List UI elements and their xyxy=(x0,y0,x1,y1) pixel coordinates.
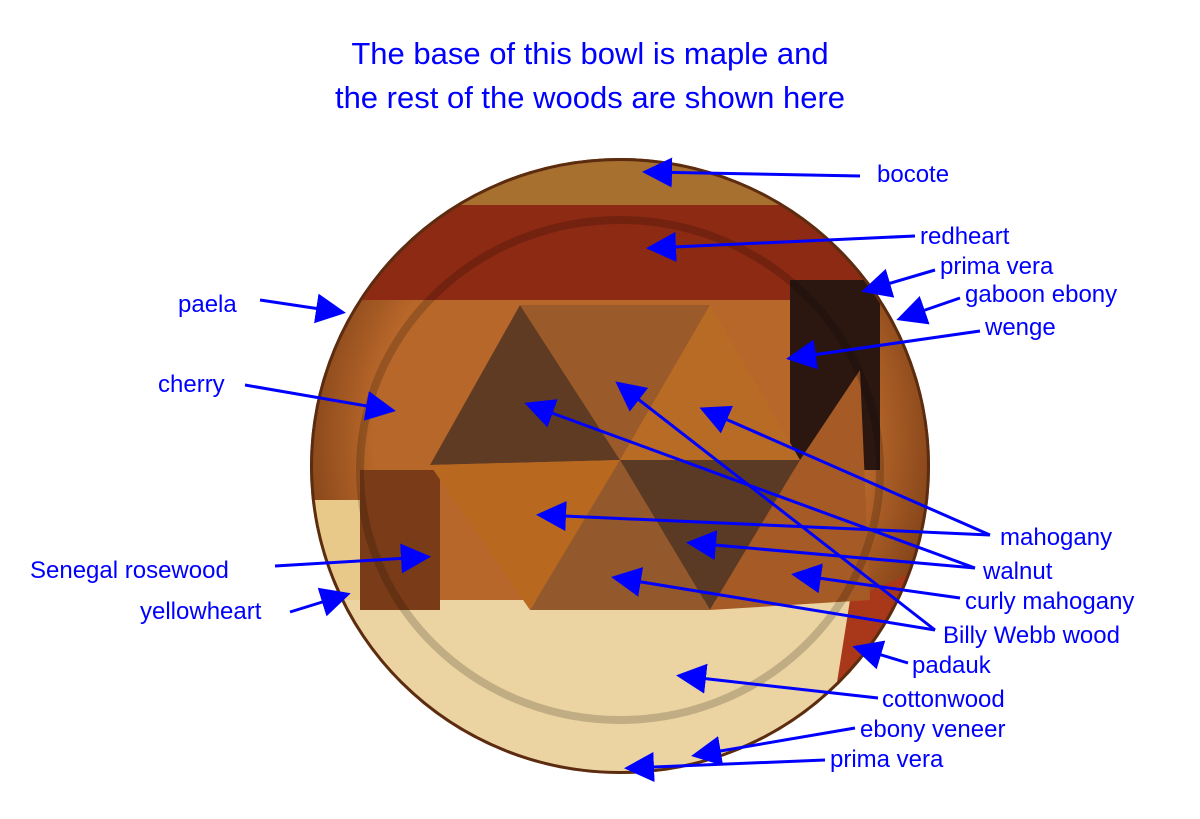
label-prima-vera-bottom: prima vera xyxy=(830,746,944,773)
billy-webb-triangle xyxy=(520,305,710,460)
arrow-redheart xyxy=(646,231,916,262)
label-senegal-rosewood: Senegal rosewood xyxy=(30,557,229,584)
title-line-1: The base of this bowl is maple and xyxy=(351,36,829,71)
arrow-walnut-2 xyxy=(686,530,976,570)
label-redheart: redheart xyxy=(920,223,1010,250)
arrow-wenge xyxy=(786,329,981,370)
label-billy-webb-wood: Billy Webb wood xyxy=(943,622,1120,649)
label-gaboon-ebony: gaboon ebony xyxy=(965,281,1118,308)
arrow-bocote xyxy=(642,157,861,188)
senegal-rosewood-section xyxy=(360,470,440,610)
label-mahogany: mahogany xyxy=(1000,524,1113,551)
label-ebony-veneer: ebony veneer xyxy=(860,716,1006,743)
arrow-cottonwood xyxy=(676,663,879,700)
arrow-padauk xyxy=(852,640,909,670)
arrow-cherry xyxy=(244,383,396,421)
label-curly-mahogany: curly mahogany xyxy=(965,588,1135,615)
label-cottonwood: cottonwood xyxy=(882,686,1005,713)
redheart-band xyxy=(310,205,930,300)
arrow-ebony-veneer xyxy=(691,726,856,766)
label-bocote: bocote xyxy=(877,161,950,188)
label-walnut: walnut xyxy=(983,558,1053,585)
label-cherry: cherry xyxy=(158,371,225,398)
label-prima-vera-top: prima vera xyxy=(940,253,1054,280)
arrow-mahogany-2 xyxy=(536,501,991,537)
arrow-gaboon-ebony xyxy=(896,295,961,325)
arrow-billy-webb-2 xyxy=(611,567,936,632)
arrow-mahogany-1 xyxy=(699,405,991,537)
label-wenge: wenge xyxy=(985,314,1056,341)
arrow-senegal-rosewood xyxy=(274,543,431,574)
billy-webb-lower-triangle xyxy=(530,460,710,610)
arrow-prima-vera-bottom xyxy=(624,752,826,783)
label-padauk: padauk xyxy=(912,652,991,679)
arrow-paela xyxy=(259,293,346,324)
arrow-prima-vera-top xyxy=(861,268,936,298)
mahogany-lower-triangle xyxy=(430,460,620,610)
title-line-2: the rest of the woods are shown here xyxy=(334,80,846,115)
arrow-billy-webb-1 xyxy=(615,381,936,632)
arrow-yellowheart xyxy=(289,587,351,617)
label-paela: paela xyxy=(178,291,237,318)
walnut-triangle xyxy=(430,305,620,465)
label-yellowheart: yellowheart xyxy=(140,598,262,625)
